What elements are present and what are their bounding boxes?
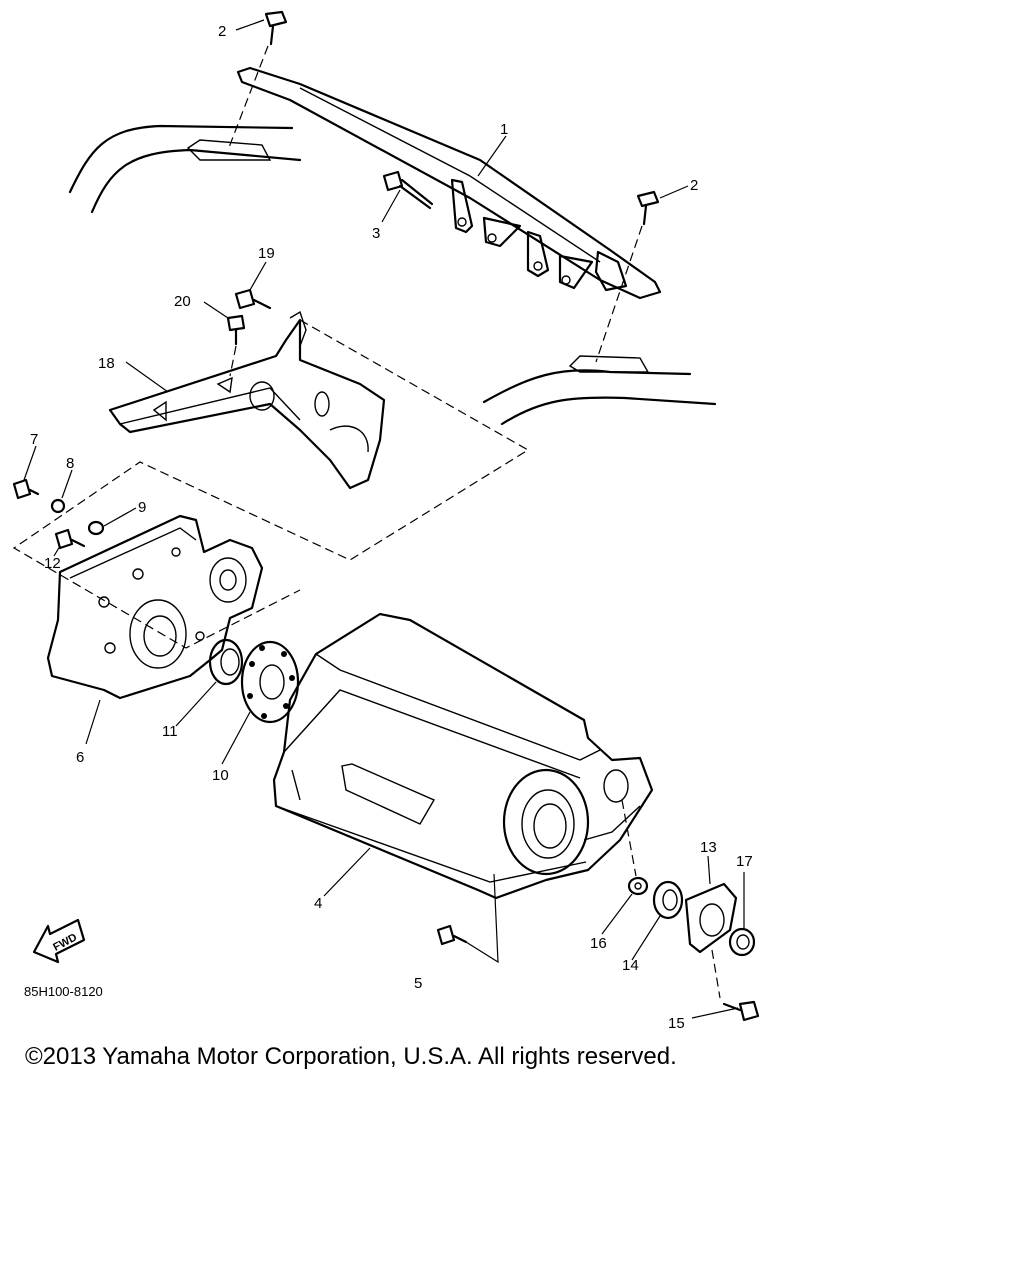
callout-20: 20: [174, 293, 191, 310]
callout-6: 6: [76, 749, 84, 766]
alignment-lines: [12, 319, 530, 649]
part-16-washer: [627, 876, 649, 896]
callout-2-top: 2: [218, 23, 226, 40]
callout-4: 4: [314, 895, 322, 912]
copyright-notice: ©2013 Yamaha Motor Corporation, U.S.A. A…: [25, 1043, 677, 1070]
fwd-arrow-icon: FWD: [32, 918, 86, 964]
callout-5: 5: [414, 975, 422, 992]
part-10-flange: [240, 640, 300, 724]
frame-rail-left: [68, 124, 302, 214]
leader-lines: [23, 19, 745, 1019]
part-13-bearing-holder: [684, 882, 738, 954]
frame-rail-right: [482, 355, 717, 426]
callout-19: 19: [258, 245, 275, 262]
callout-7: 7: [30, 431, 38, 448]
alignment-line-right: [621, 799, 637, 877]
callout-10: 10: [212, 767, 229, 784]
part-8-nut: [50, 498, 66, 514]
part-18-bracket: [108, 310, 386, 490]
part-7-bolt: [12, 478, 40, 500]
callout-8: 8: [66, 455, 74, 472]
part-3-long-bolt: [382, 170, 434, 210]
callout-15: 15: [668, 1015, 685, 1032]
exploded-parts-diagram: 2 1 2 3 19 20 18 7 8 9 12 6 11 10 4 16 1…: [12, 10, 760, 1032]
drawing-code: 85H100-8120: [24, 984, 103, 999]
part-17-seal: [728, 927, 756, 957]
part-2-bolt-top: [227, 10, 288, 151]
callout-3: 3: [372, 225, 380, 242]
callout-18: 18: [98, 355, 115, 372]
callout-11: 11: [162, 723, 178, 740]
part-5-bolt: [436, 873, 499, 964]
callout-16: 16: [590, 935, 607, 952]
part-2-bolt-right: [595, 190, 660, 363]
callout-2-right: 2: [690, 177, 698, 194]
callout-13: 13: [700, 839, 717, 856]
part-4-housing: [272, 612, 654, 900]
part-14-bearing: [652, 880, 684, 920]
part-19-bolt: [234, 288, 272, 310]
part-6-side-plate: [46, 514, 264, 700]
callout-12: 12: [44, 555, 61, 572]
part-20-bolt: [226, 314, 246, 377]
part-15-bolt: [711, 949, 760, 1022]
callout-17: 17: [736, 853, 753, 870]
part-11-bearing: [208, 638, 244, 686]
part-1-cross-member: [236, 66, 662, 300]
part-9-washer: [87, 520, 105, 536]
callout-1: 1: [500, 121, 508, 138]
callout-labels: 2 1 2 3 19 20 18 7 8 9 12 6 11 10 4 16 1…: [30, 23, 753, 1032]
callout-9: 9: [138, 499, 146, 516]
callout-14: 14: [622, 957, 639, 974]
part-12-bolt: [54, 528, 86, 550]
